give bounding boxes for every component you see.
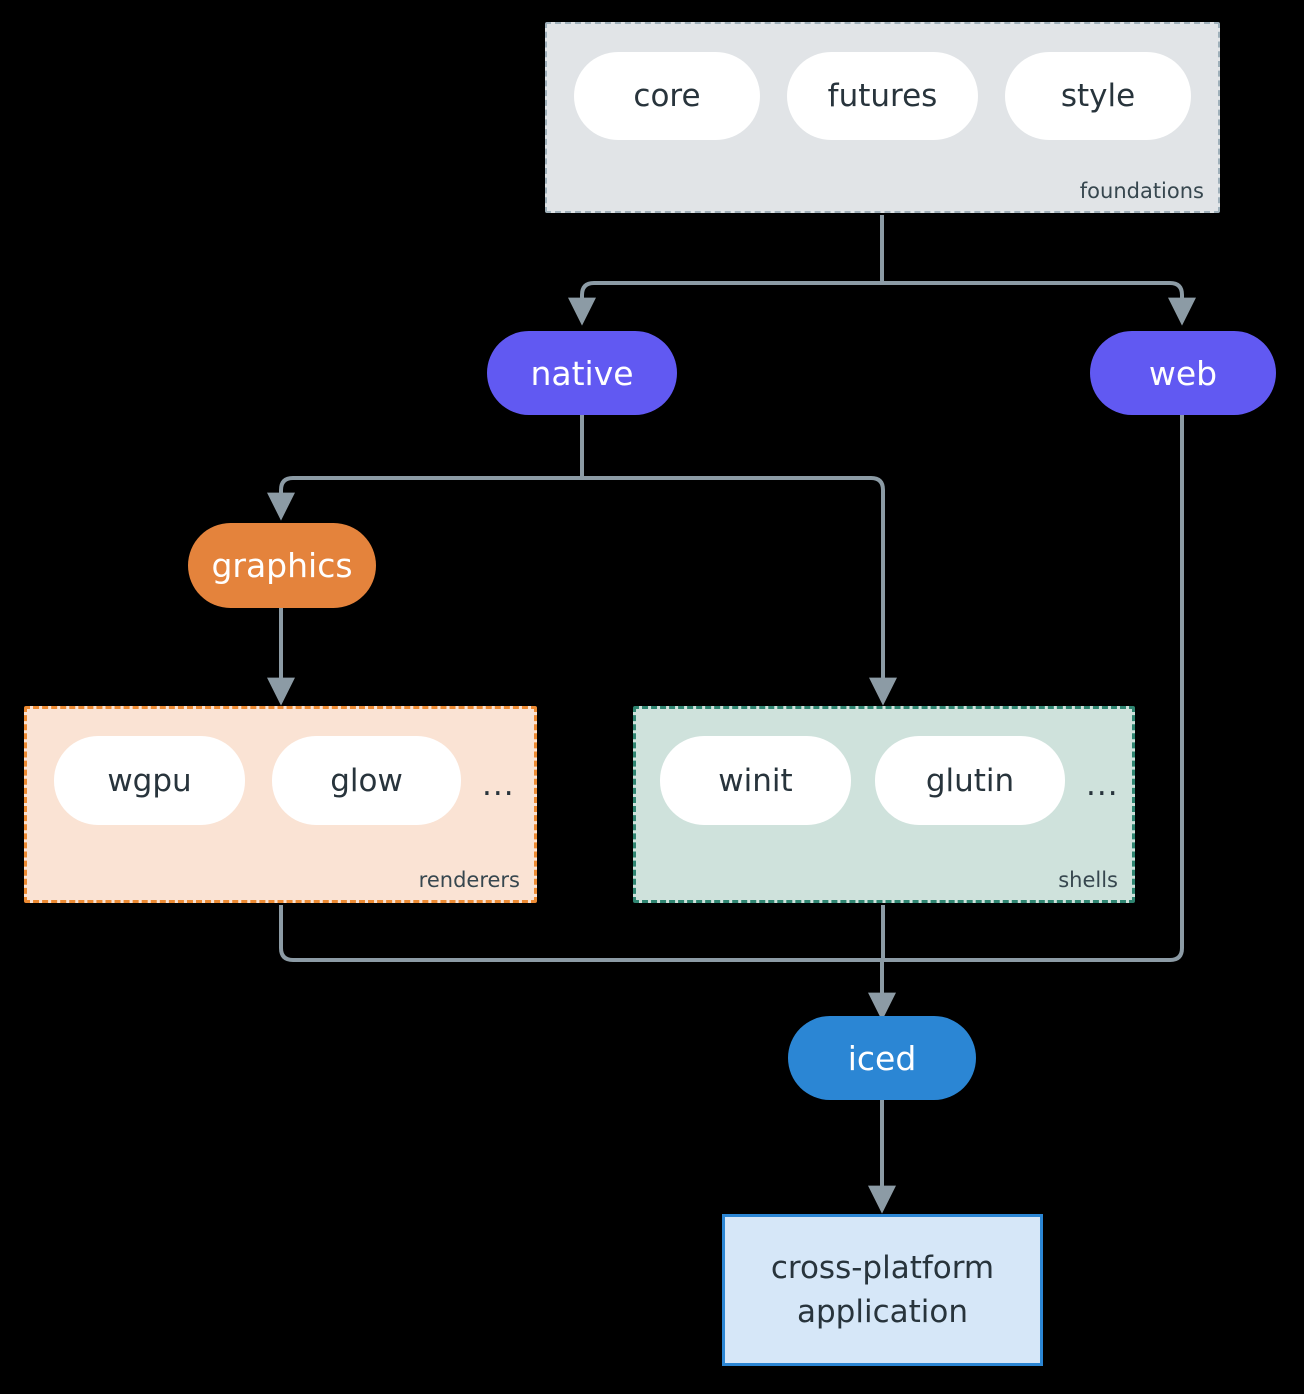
node-iced-label: iced <box>847 1038 917 1078</box>
application-line-1: cross-platform <box>770 1249 995 1286</box>
chip-wgpu-label: wgpu <box>107 762 192 799</box>
edge-renderers-to-iced <box>279 905 882 962</box>
group-renderers: wgpu glow ... renderers <box>24 706 537 903</box>
node-graphics-label: graphics <box>211 546 353 585</box>
edge-foundations-to-web <box>882 281 1196 326</box>
chip-style[interactable]: style <box>1005 52 1191 140</box>
node-native[interactable]: native <box>487 331 677 415</box>
chip-glutin-label: glutin <box>925 762 1015 799</box>
group-renderers-label: renderers <box>418 868 520 892</box>
chip-glutin[interactable]: glutin <box>875 736 1065 825</box>
chip-glow-label: glow <box>330 762 403 799</box>
shells-ellipsis: ... <box>1086 767 1119 803</box>
chip-style-label: style <box>1060 78 1136 114</box>
renderers-ellipsis: ... <box>482 767 515 803</box>
node-graphics[interactable]: graphics <box>188 523 376 608</box>
edge-native-to-graphics <box>267 476 582 521</box>
chip-winit[interactable]: winit <box>660 736 851 825</box>
node-iced[interactable]: iced <box>788 1016 976 1100</box>
chip-futures[interactable]: futures <box>787 52 978 140</box>
node-cross-platform-application[interactable]: cross-platform application <box>722 1214 1043 1366</box>
chip-wgpu[interactable]: wgpu <box>54 736 245 825</box>
edge-native-to-shells <box>582 476 897 706</box>
chip-glow[interactable]: glow <box>272 736 461 825</box>
application-line-2: application <box>797 1294 968 1330</box>
node-native-label: native <box>530 353 634 393</box>
group-shells: winit glutin ... shells <box>633 706 1135 903</box>
chip-core[interactable]: core <box>574 52 760 140</box>
group-foundations: core futures style foundations <box>545 22 1220 213</box>
node-web-label: web <box>1148 353 1218 393</box>
node-web[interactable]: web <box>1090 331 1276 415</box>
group-foundations-label: foundations <box>1079 179 1204 203</box>
chip-futures-label: futures <box>827 78 938 114</box>
group-shells-label: shells <box>1058 868 1118 892</box>
edge-foundations-to-native <box>568 281 882 326</box>
chip-core-label: core <box>633 78 701 114</box>
chip-winit-label: winit <box>718 762 793 799</box>
